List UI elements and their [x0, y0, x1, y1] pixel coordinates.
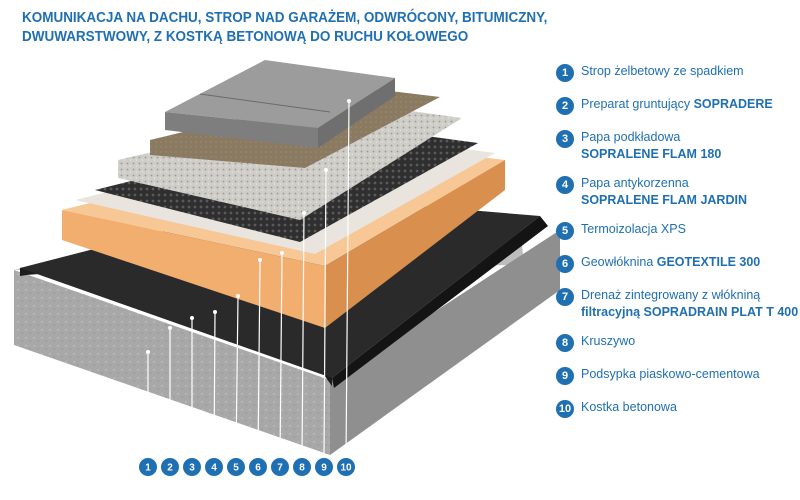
legend-number-badge: 9 — [556, 367, 574, 385]
callout-circle — [205, 458, 223, 476]
legend-label-text: Kostka betonowa — [581, 400, 677, 414]
callout-leader-line — [257, 259, 261, 459]
legend-item: 8 Kruszywo — [556, 333, 800, 352]
callout-leader-line — [301, 212, 305, 459]
legend-product-name: SOPRALENE FLAM 180 — [581, 147, 722, 161]
callout-anchor-dot — [236, 294, 240, 298]
legend-label-text: Kruszywo — [581, 334, 636, 348]
legend-label-text: Geowłóknina — [581, 255, 657, 269]
diagram-title: KOMUNIKACJA NA DACHU, STROP NAD GARAŻEM,… — [22, 9, 548, 47]
callout-leader-line — [345, 100, 350, 459]
layer-concrete-pavers — [165, 60, 395, 148]
callout-circle — [337, 458, 355, 476]
legend-item: 9 Podsypka piaskowo-cementowa — [556, 366, 800, 385]
pavers-top-face — [165, 60, 395, 128]
title-line-1: KOMUNIKACJA NA DACHU, STROP NAD GARAŻEM,… — [22, 10, 548, 26]
callout-anchor-dot — [146, 350, 150, 354]
callout-leader-line — [213, 311, 216, 459]
legend-label: Strop żelbetowy ze spadkiem — [581, 63, 744, 80]
concrete-front-face — [14, 270, 330, 455]
callout-number: 5 — [233, 463, 239, 474]
legend-number-badge: 6 — [556, 255, 574, 273]
callout-number: 1 — [145, 463, 151, 474]
callout-anchor-dot — [302, 211, 306, 215]
legend-item: 5 Termoizolacja XPS — [556, 221, 800, 240]
legend-item: 1 Strop żelbetowy ze spadkiem — [556, 63, 800, 82]
callout-leader-line — [279, 252, 283, 459]
callout-circle — [139, 458, 157, 476]
callout-anchor-dot — [213, 310, 217, 314]
legend-label: Podsypka piaskowo-cementowa — [581, 366, 760, 383]
legend-label-text: Preparat gruntujący — [581, 97, 694, 111]
callout-circle — [315, 458, 333, 476]
membrane-side-face — [332, 216, 548, 388]
legend-number-badge: 8 — [556, 334, 574, 352]
callout-circle — [227, 458, 245, 476]
legend-number-badge: 4 — [556, 176, 574, 194]
callout-number: 10 — [340, 463, 352, 474]
legend-label-text: Drenaż zintegrowany z włókniną — [581, 288, 761, 302]
legend-label: Kostka betonowa — [581, 399, 677, 416]
concrete-side-face — [330, 230, 560, 455]
title-line-2: DWUWARSTWOWY, Z KOSTKĄ BETONOWĄ DO RUCHU… — [22, 29, 469, 45]
callout-anchor-dot — [258, 258, 262, 262]
legend-label: Termoizolacja XPS — [581, 221, 686, 238]
legend-label-text: Termoizolacja XPS — [581, 222, 686, 236]
callout-circle — [271, 458, 289, 476]
legend-item: 2 Preparat gruntujący SOPRADERE — [556, 96, 800, 115]
callout-group: 1 2 3 4 5 6 7 8 9 10 — [139, 99, 355, 476]
legend-item: 7 Drenaż zintegrowany z włókniną filtracyj… — [556, 287, 800, 321]
legend-label-text: Papa antykorzenna — [581, 176, 689, 190]
callout-number: 7 — [277, 463, 283, 474]
legend-number-badge: 3 — [556, 130, 574, 148]
callout-anchor-dot — [168, 326, 172, 330]
callout-circle — [183, 458, 201, 476]
legend-number-badge: 7 — [556, 288, 574, 306]
callout-circle — [293, 458, 311, 476]
legend-label: Kruszywo — [581, 333, 635, 350]
pavers-side-face — [318, 78, 395, 148]
legend-label: Geowłóknina GEOTEXTILE 300 — [581, 254, 760, 271]
callout-anchor-dot — [324, 168, 328, 172]
callout-number: 9 — [321, 463, 327, 474]
legend-number-badge: 5 — [556, 222, 574, 240]
callout-number: 2 — [167, 463, 173, 474]
legend-label-text: Podsypka piaskowo-cementowa — [581, 367, 760, 381]
callout-anchor-dot — [280, 251, 284, 255]
legend-product-name: SOPRALENE FLAM JARDIN — [581, 193, 747, 207]
legend-product-name: SOPRADERE — [693, 97, 773, 111]
legend-product-name: filtracyjną SOPRADRAIN PLAT T 400 — [581, 305, 799, 319]
callout-number: 3 — [189, 463, 195, 474]
legend-label-text: Strop żelbetowy ze spadkiem — [581, 64, 744, 78]
legend-label-text: Papa podkładowa — [581, 130, 681, 144]
legend-product-name: GEOTEXTILE 300 — [656, 255, 761, 269]
legend-number-badge: 1 — [556, 64, 574, 82]
callout-anchor-dot — [347, 99, 351, 103]
callout-anchor-dot — [190, 316, 194, 320]
callout-number: 8 — [299, 463, 305, 474]
legend-item: 6 Geowłóknina GEOTEXTILE 300 — [556, 254, 800, 273]
legend-item: 10 Kostka betonowa — [556, 399, 800, 418]
callout-number: 4 — [211, 463, 217, 474]
legend-label: Preparat gruntujący SOPRADERE — [581, 96, 773, 113]
legend-number-badge: 2 — [556, 97, 574, 115]
callout-number: 6 — [255, 463, 261, 474]
callout-leader-line — [235, 295, 239, 459]
pavers-front-face — [165, 112, 318, 148]
callout-circle — [249, 458, 267, 476]
callout-circle — [161, 458, 179, 476]
legend-label: Drenaż zintegrowany z włókniną filtracyjn… — [581, 287, 798, 321]
legend-number-badge: 10 — [556, 400, 574, 418]
xps-side-face — [325, 160, 505, 328]
callout-leader-line — [323, 169, 327, 459]
paver-joints — [199, 93, 331, 113]
